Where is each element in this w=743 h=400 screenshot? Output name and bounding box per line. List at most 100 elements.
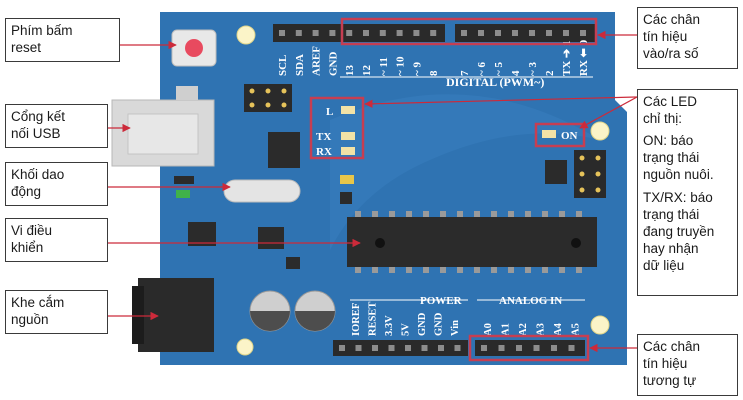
header-pin [421, 345, 428, 351]
header-pin [461, 30, 467, 36]
header-pin [355, 345, 362, 351]
header-pin [363, 30, 369, 36]
digital-pin-label: GND [327, 52, 339, 77]
digital-pin-label: TX ➔ 1 [561, 41, 573, 77]
mount-hole-bottom-left [236, 338, 254, 356]
digital-header-left [273, 24, 445, 42]
header-pin [379, 30, 386, 36]
icsp-header-left [244, 84, 292, 112]
digital-pin-label: AREF [311, 46, 323, 76]
power-header [333, 340, 468, 356]
analog-pin-label: A5 [571, 323, 582, 336]
highlight-analog-pins [468, 334, 590, 362]
led-on [542, 130, 556, 138]
digital-pin-label: 12 [361, 65, 373, 77]
digital-pin-label: ~ 10 [395, 56, 407, 76]
led-on-description: ON: báo trạng thái nguồn nuôi. [643, 133, 714, 182]
power-title-label: POWER [420, 295, 463, 307]
header-pin [563, 30, 569, 36]
power-pin-label: Vin [450, 320, 461, 336]
header-pin [529, 30, 535, 36]
power-pin-label: IOREF [351, 303, 362, 336]
reset-button-cap [185, 39, 203, 57]
analog-pin-label: A1 [501, 323, 512, 336]
led-txrx-description: TX/RX: báo trạng thái đang truyền hay nh… [643, 190, 715, 273]
oscillator-led [176, 190, 190, 198]
led-on-label: ON [561, 130, 578, 142]
digital-title-label: DIGITAL (PWM~) [446, 75, 544, 89]
led-rx-label: RX [316, 146, 332, 158]
digital-pin-label: 8 [428, 70, 440, 76]
oscillator-crystal [223, 179, 301, 203]
led-box-title: Các LED chỉ thị: [643, 94, 698, 126]
icsp-header-right [574, 150, 606, 198]
power-pin-label: RESET [368, 302, 379, 336]
header-pin [454, 345, 461, 351]
header-pin [339, 345, 345, 351]
header-pin [438, 345, 444, 351]
digital-pin-label: ~ 3 [527, 62, 539, 76]
digital-pin-label: ~ 5 [493, 62, 505, 76]
label-analog-pins: Các chân tín hiệu tương tự [637, 334, 738, 396]
digital-header-right [455, 24, 595, 42]
header-pin [512, 30, 518, 36]
header-pin [405, 345, 411, 351]
led-rx [341, 147, 355, 155]
header-pin [329, 30, 336, 36]
analog-pin-label: A0 [483, 323, 494, 336]
label-reset-button: Phím bấm reset [5, 18, 120, 62]
header-pin [551, 345, 557, 351]
header-pin [478, 30, 484, 36]
header-pin [346, 30, 353, 36]
header-pin [533, 345, 540, 351]
microcontroller-chip [347, 217, 597, 267]
label-led-indicators: Các LED chỉ thị: ON: báo trạng thái nguồ… [637, 89, 738, 296]
label-power-jack: Khe cắm nguồn [5, 290, 108, 334]
header-pin [516, 345, 522, 351]
highlight-tx-rx-leds [309, 96, 365, 160]
analog-pin-label: A3 [536, 323, 547, 336]
digital-pin-label: SCL [277, 55, 289, 76]
highlight-digital-pins [340, 17, 598, 46]
usb-chip [268, 132, 300, 168]
digital-pin-label: ~ 9 [411, 62, 423, 76]
power-jack [138, 278, 214, 352]
analog-title-label: ANALOG IN [499, 295, 562, 307]
mount-hole-right [590, 121, 610, 141]
led-tx [341, 132, 355, 140]
led-l-label: L [326, 106, 333, 118]
header-pin [396, 30, 403, 36]
header-pin [312, 30, 319, 36]
header-pin [546, 30, 552, 36]
header-pin [568, 345, 575, 351]
label-oscillator: Khối dao động [5, 162, 108, 206]
header-pin [295, 30, 302, 36]
digital-pin-label: ~ 11 [378, 57, 390, 76]
header-pin [388, 345, 395, 351]
analog-pin-label: A2 [518, 323, 529, 336]
digital-pin-label: 7 [459, 70, 471, 76]
arrow-on-led [579, 96, 638, 129]
header-pin [495, 30, 501, 36]
usb-tab [176, 86, 198, 100]
power-pin-label: 3.3V [384, 315, 395, 336]
label-microcontroller: Vi điều khiển [5, 218, 108, 262]
analog-pin-label: A4 [553, 322, 564, 336]
header-pin [580, 30, 586, 36]
digital-pin-label: 4 [510, 70, 522, 76]
digital-pin-label: 13 [344, 65, 356, 77]
digital-pin-label: SDA [294, 54, 306, 76]
analog-header [475, 340, 585, 356]
label-usb-port: Cổng kết nối USB [5, 104, 108, 148]
board-watermark [330, 94, 600, 251]
header-pin [481, 345, 487, 351]
power-pin-label: GND [417, 312, 428, 336]
usb-port-inner [127, 113, 199, 155]
arrow-tx-rx [364, 96, 638, 109]
header-pin [413, 30, 420, 36]
led-l [341, 106, 355, 114]
digital-pin-label: ~ 6 [476, 62, 488, 76]
label-digital-pins: Các chân tín hiệu vào/ra số [637, 7, 738, 69]
